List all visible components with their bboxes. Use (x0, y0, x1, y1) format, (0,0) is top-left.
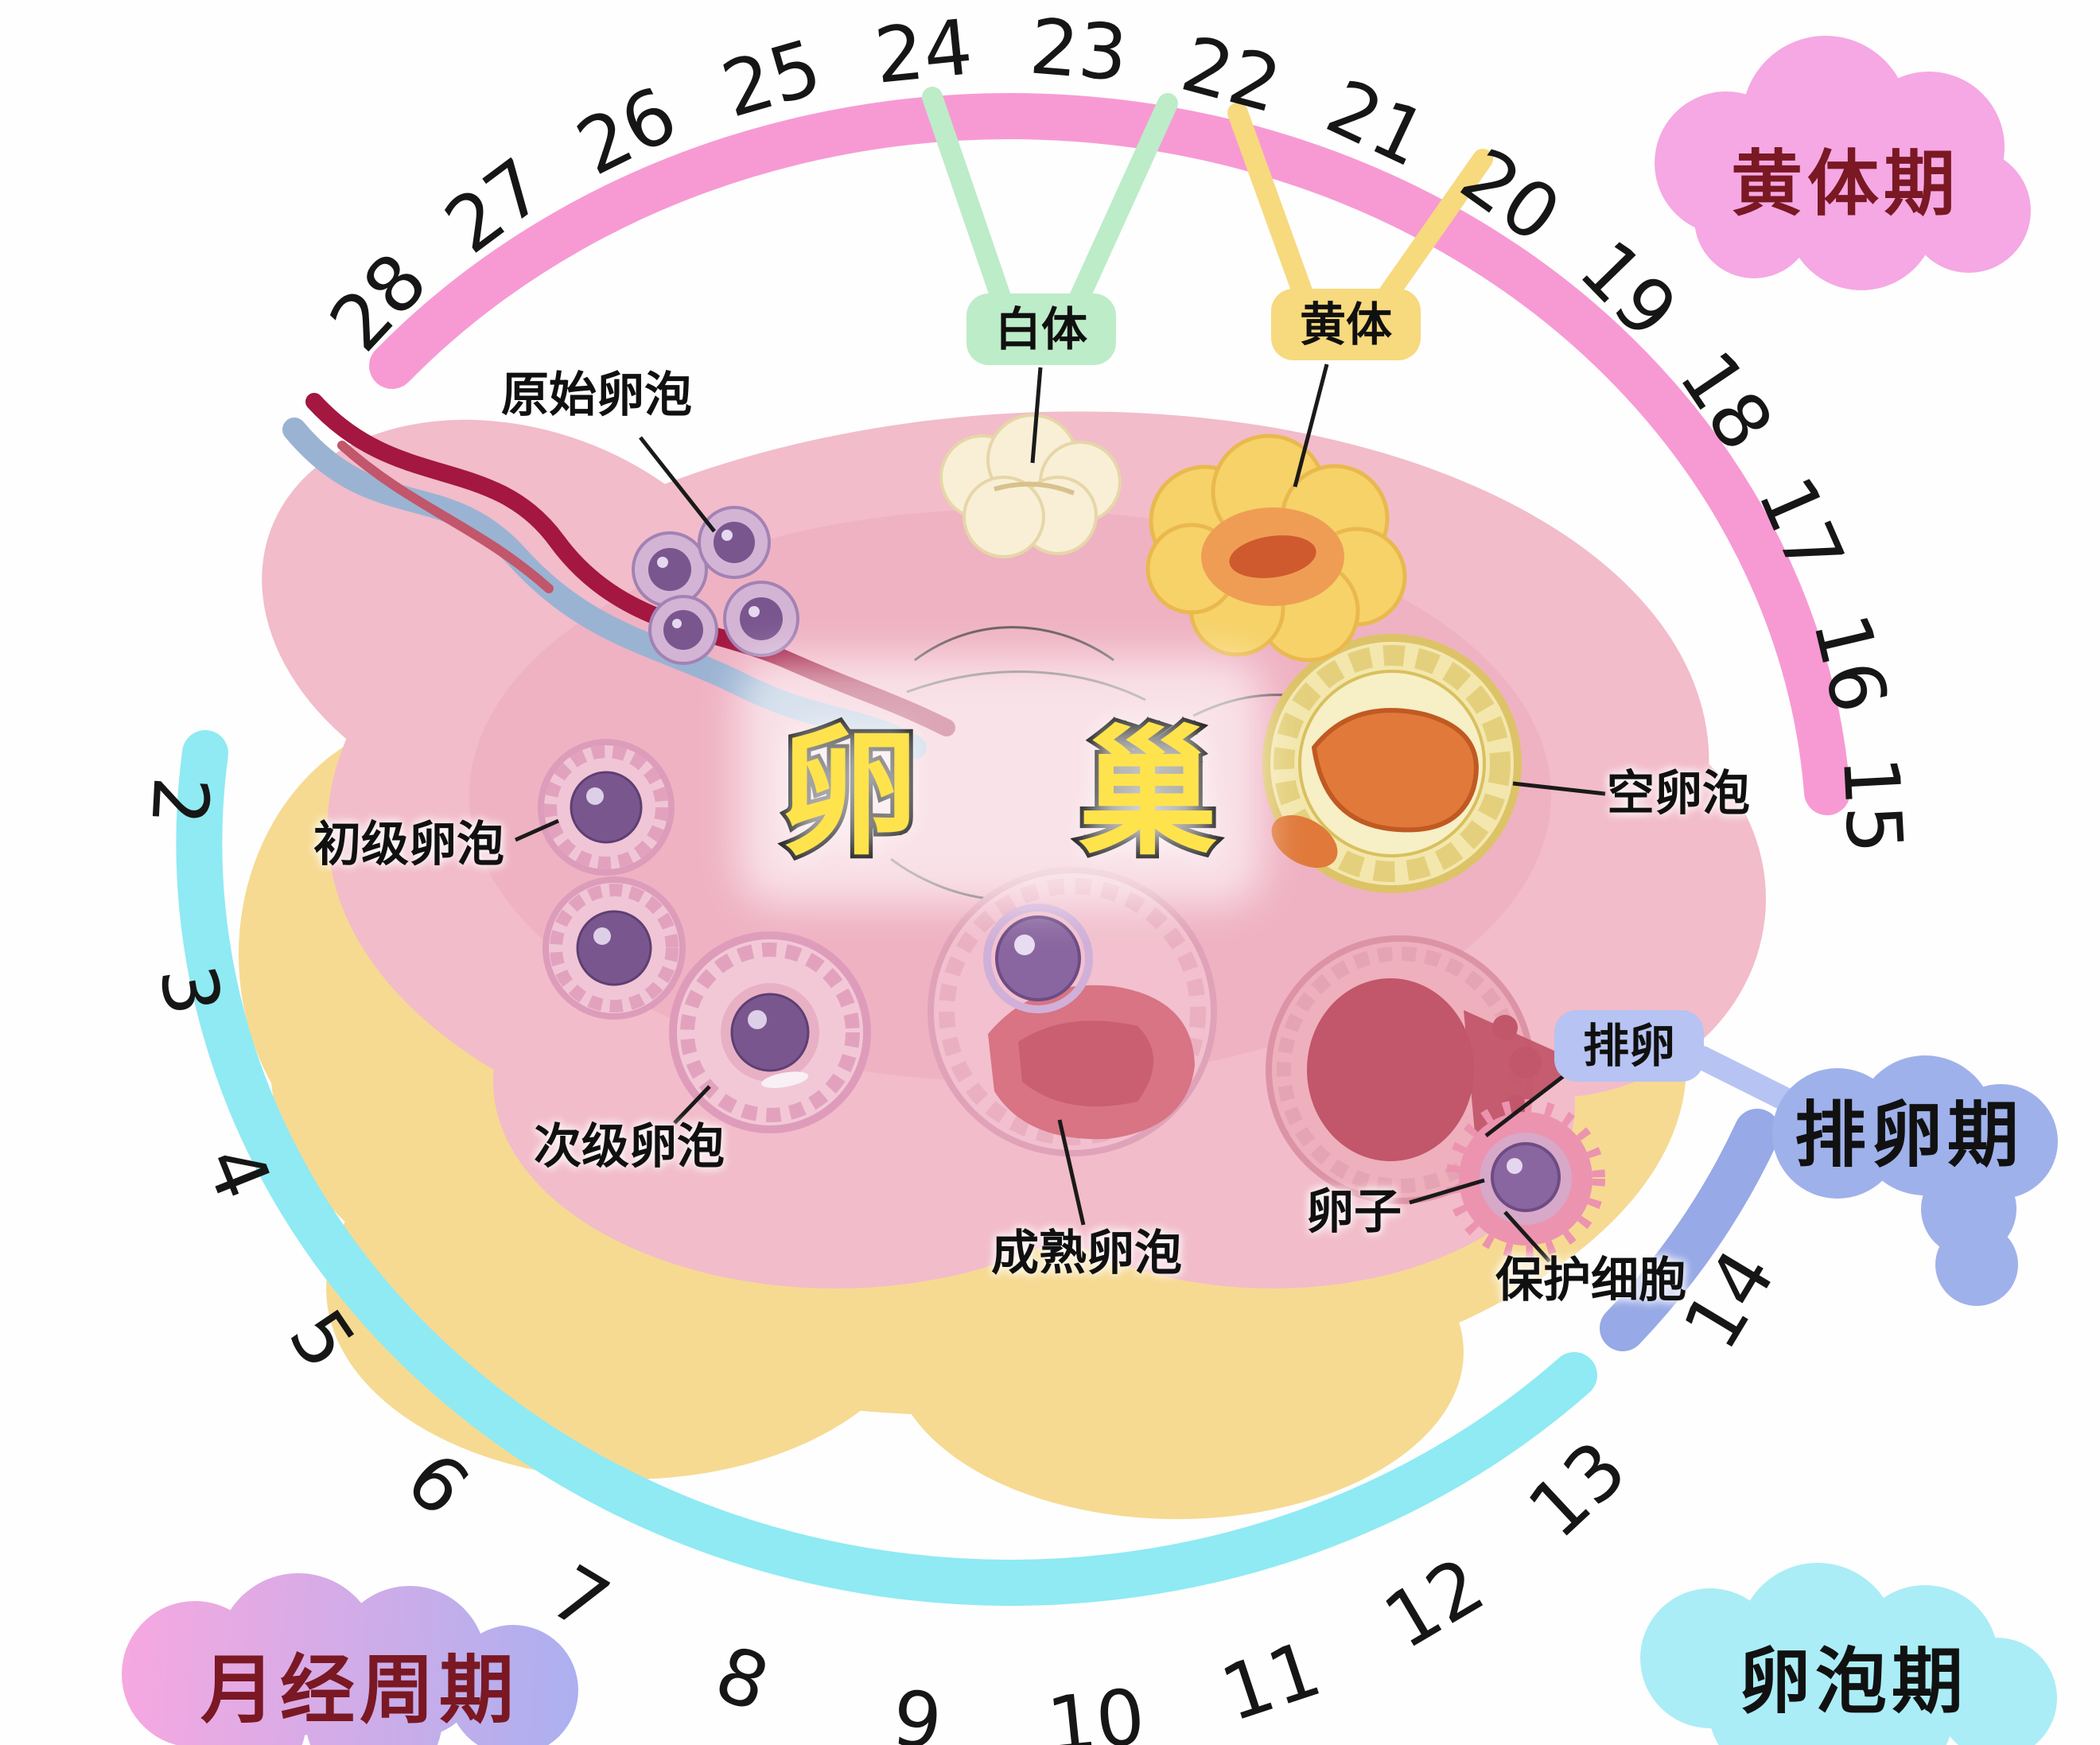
leader-primary (514, 818, 560, 842)
label-primordial-follicle: 原始卵泡 (501, 367, 692, 423)
luteum-callout-prongs (1227, 103, 1493, 313)
follicular-phase-arc (176, 730, 1597, 1606)
primary-follicle-2 (542, 876, 686, 1020)
cycle-day-10: 10 (1043, 1672, 1149, 1745)
luteal-phase-blob (1655, 36, 2031, 290)
leader-primordial (639, 436, 716, 533)
phase-ovulation: 排卵期 (1795, 1094, 2024, 1177)
label-secondary-follicle: 次级卵泡 (534, 1119, 725, 1175)
leader-mature (1057, 1119, 1086, 1226)
luteal-phase-arc (369, 93, 1850, 815)
ovary-title: 卵 巢 (776, 709, 1274, 879)
albicans-callout-prongs (922, 87, 1178, 317)
leader-albicans (1030, 367, 1043, 464)
phase-luteal: 黄体期 (1731, 142, 1960, 226)
label-empty-follicle: 空卵泡 (1607, 766, 1750, 822)
leader-egg (1409, 1178, 1485, 1205)
cycle-day-16: 16 (1795, 605, 1905, 721)
label-corpus-luteum: 黄体 (1270, 289, 1421, 360)
cycle-day-24: 24 (870, 2, 977, 101)
menstrual-phase-blob (122, 1573, 578, 1745)
primary-follicle (538, 739, 675, 876)
label-mature-follicle: 成熟卵泡 (991, 1226, 1182, 1281)
cycle-day-2: 2 (134, 774, 226, 828)
leader-secondary (673, 1085, 711, 1125)
cycle-day-23: 23 (1026, 2, 1131, 99)
leader-lines (514, 363, 1606, 1263)
cycle-arcs (176, 93, 1850, 1606)
label-protective-cells: 保护细胞 (1495, 1253, 1686, 1308)
label-egg: 卵子 (1306, 1184, 1402, 1240)
leader-empty-follicle (1512, 781, 1606, 796)
ovulation-phase-arc (1600, 1109, 1780, 1351)
ovulating-follicle (1266, 935, 1579, 1204)
label-primary-follicle: 初级卵泡 (313, 817, 504, 872)
mature-follicle-structure (928, 867, 1217, 1156)
phase-follicular: 卵泡期 (1739, 1640, 1968, 1724)
empty-follicle-structure (1262, 634, 1522, 893)
primordial-follicles (632, 506, 799, 665)
leader-ovulation (1484, 1071, 1570, 1137)
cycle-day-9: 9 (887, 1673, 947, 1745)
corpus-luteum-structure (1145, 433, 1407, 663)
phase-menstrual-cycle: 月经周期 (200, 1647, 519, 1734)
title-glow (738, 658, 1263, 904)
label-ovulation: 排卵 (1554, 1010, 1705, 1082)
label-corpus-albicans: 白体 (966, 293, 1117, 365)
follicular-phase-blob (1640, 1563, 2057, 1745)
ovulation-phase-blob (1772, 1055, 2058, 1306)
secondary-follicle (669, 931, 871, 1133)
cycle-day-15: 15 (1825, 754, 1919, 857)
cycle-day-22: 22 (1172, 18, 1290, 130)
leader-luteum (1293, 363, 1329, 488)
leader-protective-cells (1503, 1211, 1551, 1263)
